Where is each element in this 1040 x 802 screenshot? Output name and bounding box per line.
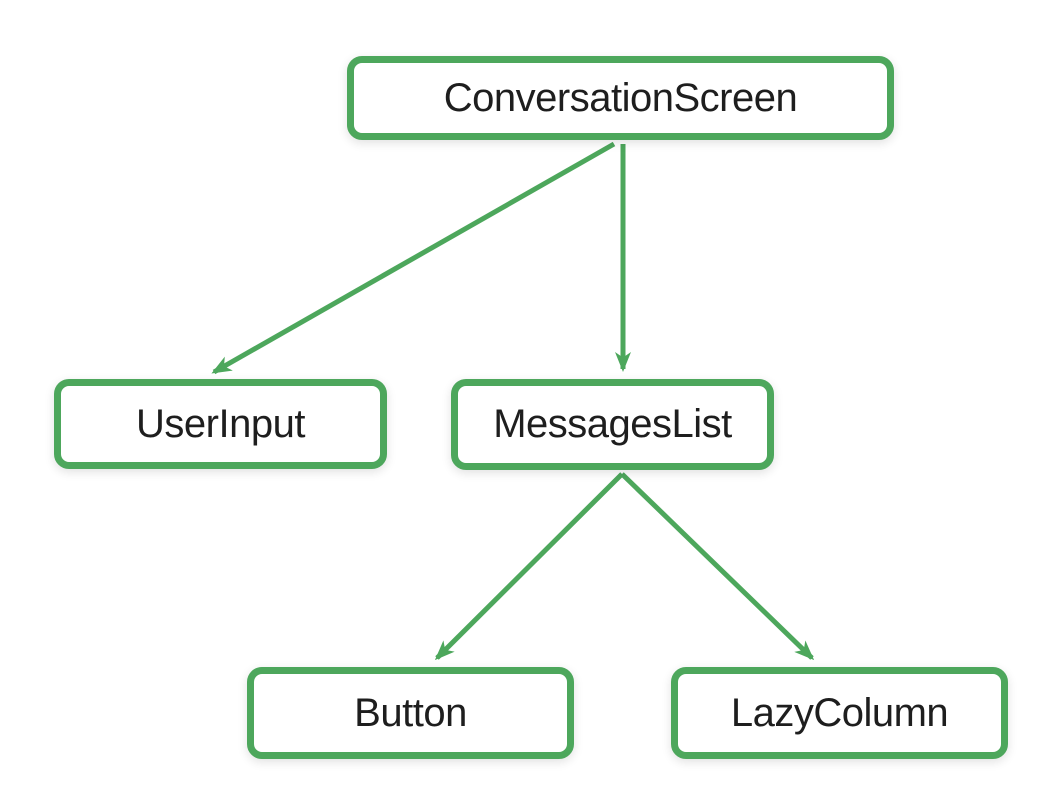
node-lazy-column: LazyColumn [671,667,1008,759]
node-conversation-screen-label: ConversationScreen [443,75,798,120]
edge-conversationscreen-userinput [211,141,616,375]
node-button-label: Button [354,690,467,735]
edge-messageslist-button [434,472,624,661]
node-button: Button [247,667,574,759]
edge-messageslist-lazycolumn [620,472,815,661]
node-lazy-column-label: LazyColumn [730,690,949,735]
node-conversation-screen: ConversationScreen [347,56,894,140]
node-messages-list-label: MessagesList [493,402,732,446]
node-user-input-label: UserInput [136,401,305,446]
node-user-input: UserInput [54,379,387,469]
node-messages-list: MessagesList [451,379,774,470]
